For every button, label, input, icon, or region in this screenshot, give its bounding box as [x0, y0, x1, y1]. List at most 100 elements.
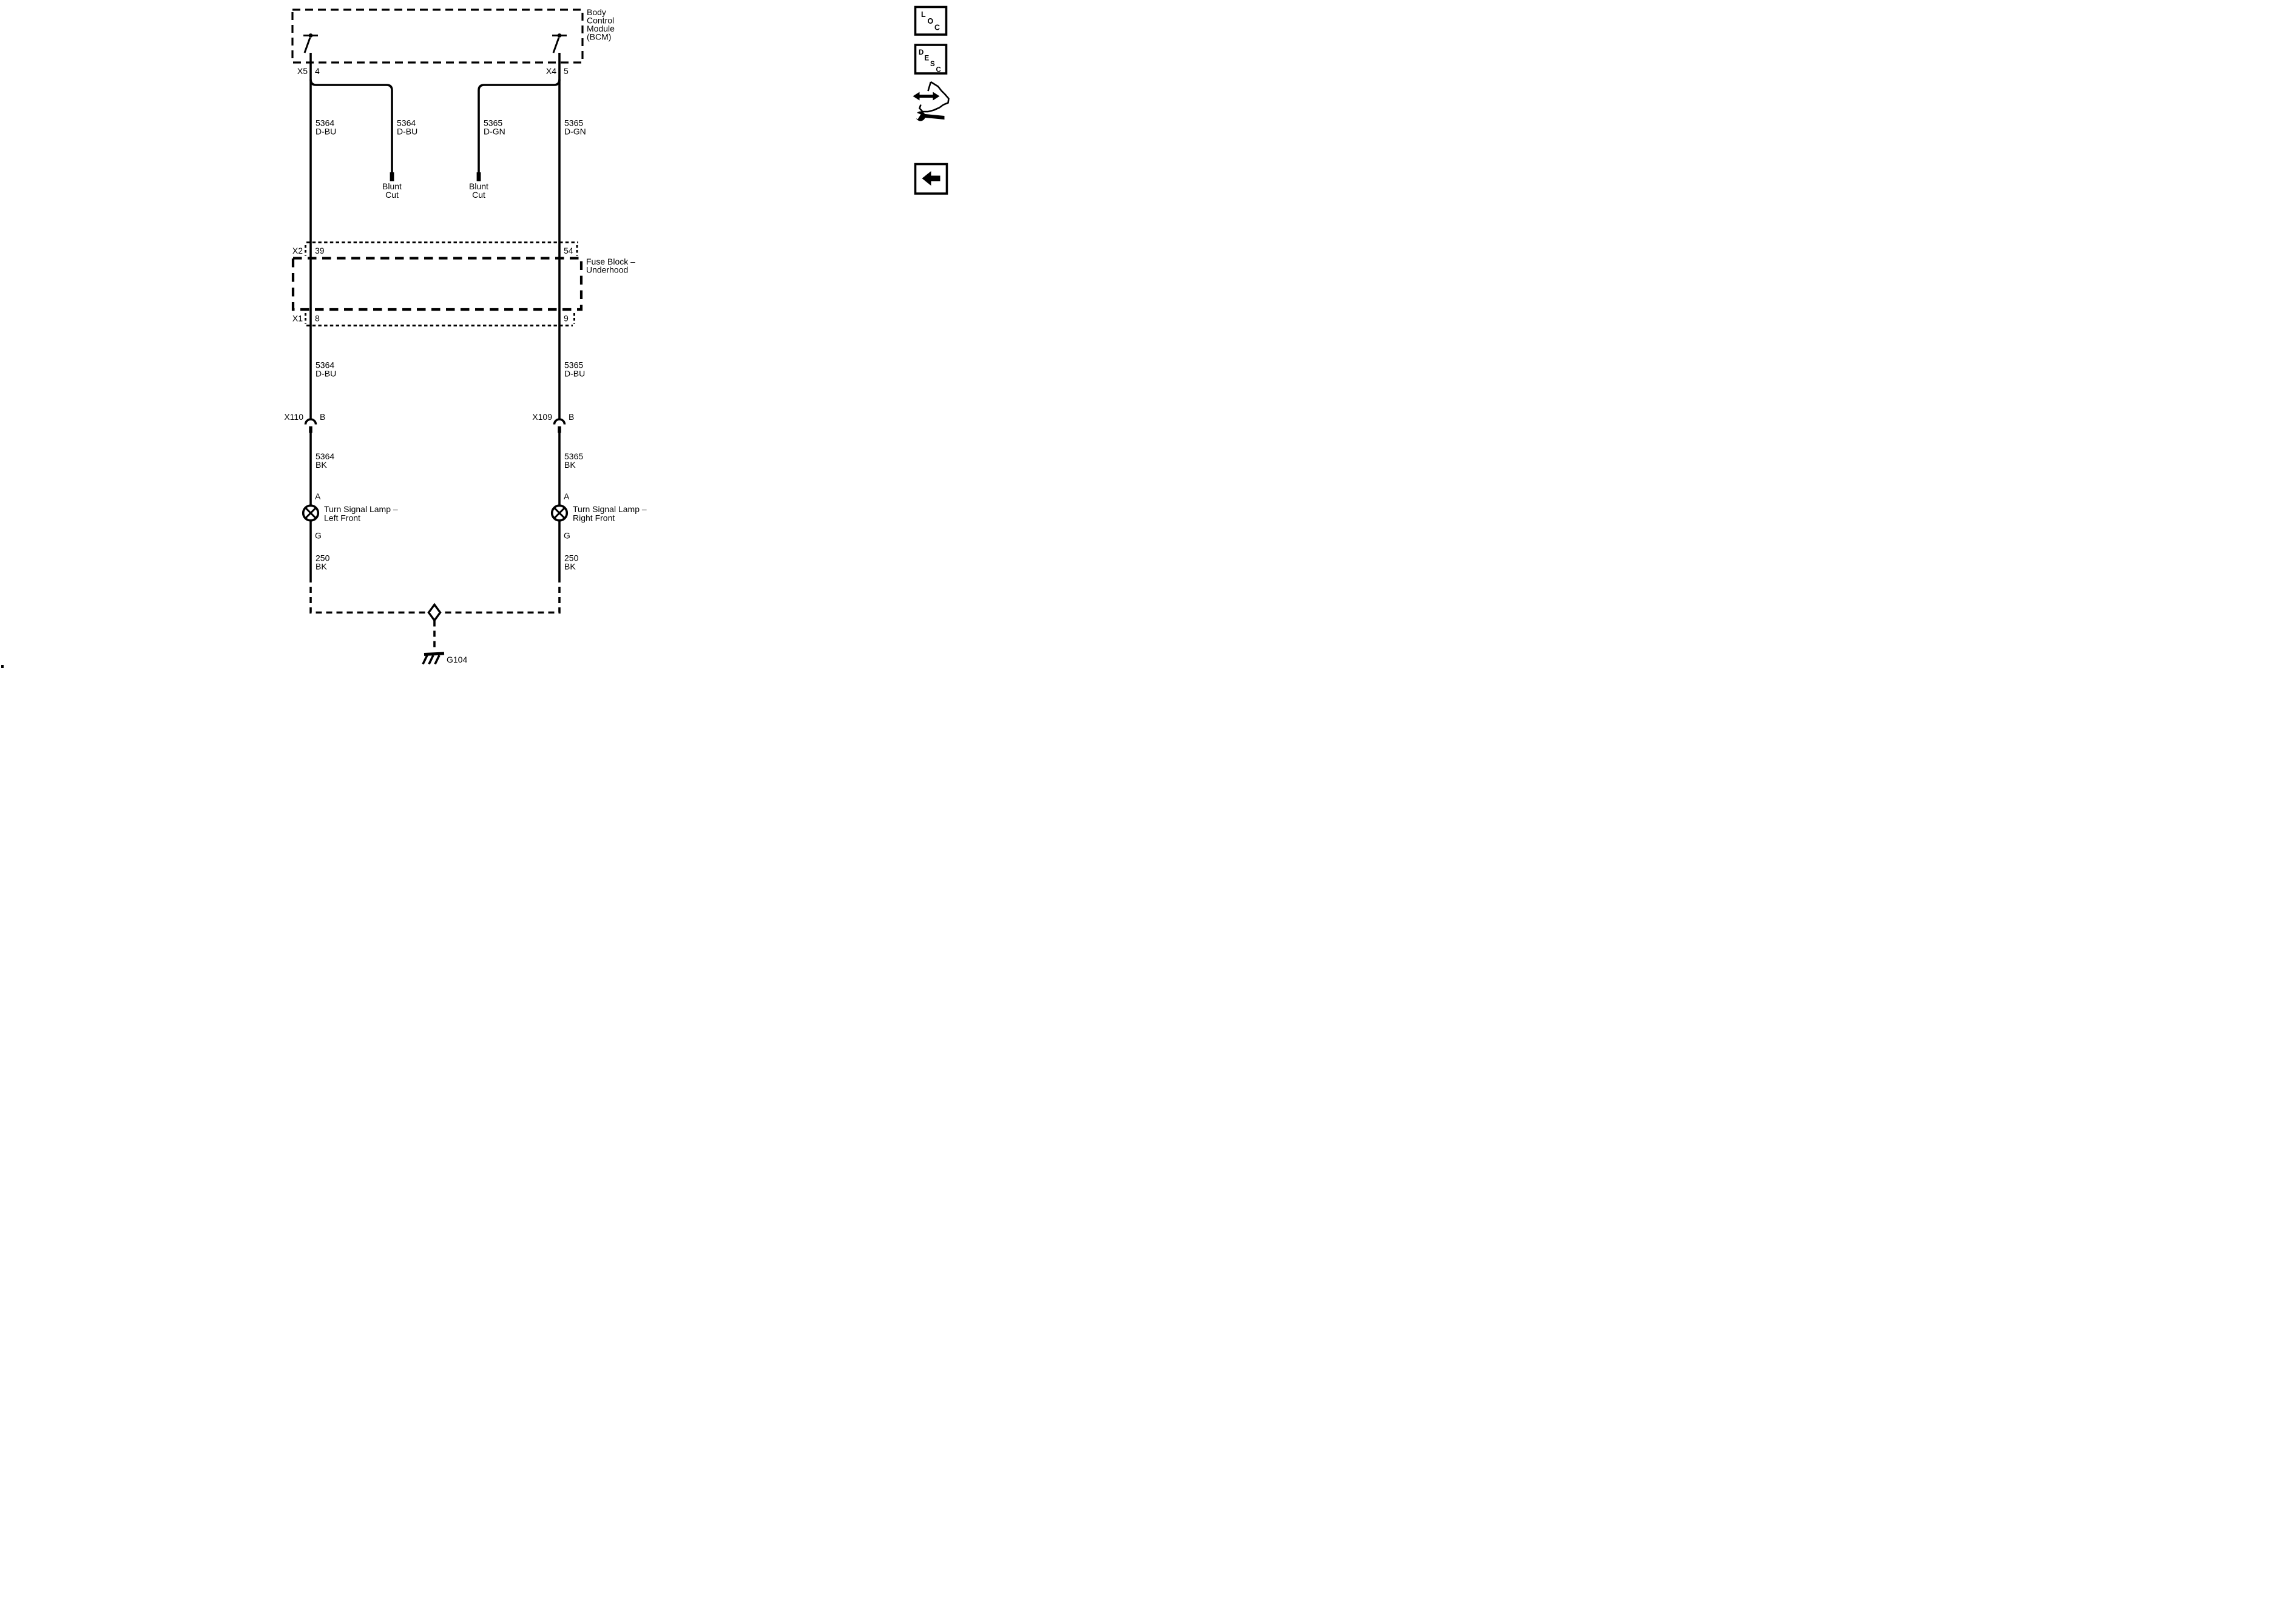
blunt-cut-label-line1: Blunt	[382, 181, 402, 191]
inline-connector-pin: B	[569, 412, 574, 422]
blunt-cut-terminal-left	[390, 172, 394, 181]
blunt-cut-terminal-right	[476, 172, 481, 181]
fuse-block-title-line2: Underhood	[586, 265, 628, 275]
wire-labels-ground: 250 BK 250 BK	[316, 553, 579, 572]
fuse-top-left-pin: 39	[315, 246, 325, 255]
fuse-bottom-left-pin: 8	[315, 314, 320, 323]
desc-letter-2: E	[925, 55, 930, 62]
loc-icon[interactable]	[914, 5, 948, 36]
lamp-name-line2: Left Front	[324, 513, 360, 523]
bcm-left-connector-label: X5	[297, 66, 308, 76]
bcm-title-line4: (BCM)	[587, 32, 611, 42]
wire-label-color: D-BU	[316, 127, 336, 137]
bcm-title-line3: Module	[587, 24, 615, 33]
wiring-diagram-page: { "page": {"background": "#ffffff", "ink…	[0, 0, 951, 670]
wire-label-color: D-BU	[397, 127, 417, 137]
wire-right-ground-dashed	[441, 576, 561, 614]
bcm-pin-symbol-right	[552, 33, 567, 53]
bcm-right-connector-label: X4	[546, 66, 556, 76]
wire-branch-right	[478, 79, 561, 172]
fuse-top-right-pin: 54	[564, 246, 573, 255]
turn-signal-lamp-right: A G Turn Signal Lamp – Right Front	[550, 491, 647, 541]
wire-labels-fuse-out: 5364 D-BU 5365 D-BU	[316, 360, 585, 379]
desc-letter-4: C	[936, 67, 941, 74]
back-arrow-icon	[922, 171, 940, 186]
fuse-block-component: X2 39 54 X1 8 9 Fuse Block – Underhood	[291, 241, 635, 326]
wire-labels-bcm-out: 5364 D-BU 5364 D-BU 5365 D-GN 5365 D-GN	[316, 118, 586, 137]
lamp-name-line1: Turn Signal Lamp –	[573, 504, 647, 514]
inline-connector-pin: B	[320, 412, 325, 422]
wire-label-circuit: 5365	[564, 360, 583, 370]
lamp-pin-g: G	[315, 531, 322, 541]
bcm-component: Body Control Module (BCM) X5 4 X4 5	[291, 7, 615, 76]
blunt-cut-label-line2: Cut	[385, 190, 399, 200]
loc-letter-3: C	[934, 24, 940, 32]
lamp-pin-a: A	[564, 491, 570, 501]
fuse-bottom-connector-label: X1	[292, 314, 303, 323]
wire-label-color: BK	[316, 562, 327, 572]
blunt-cut-label-line1: Blunt	[469, 181, 488, 191]
loc-letter-2: O	[928, 17, 934, 25]
inline-connector-right: X109 B	[532, 412, 574, 433]
desc-button[interactable]: D E S C	[914, 44, 948, 75]
bcm-left-pin-label: 4	[315, 66, 320, 76]
inline-connector-name: X110	[284, 412, 303, 422]
wire-label-circuit: 5365	[484, 118, 502, 128]
fuse-bottom-right-pin: 9	[564, 314, 569, 323]
fuse-block-title-line1: Fuse Block –	[586, 257, 635, 266]
desc-letter-1: D	[919, 49, 923, 56]
wire-label-color: D-BU	[564, 369, 585, 379]
wire-label-circuit: 5365	[564, 451, 583, 461]
back-button[interactable]	[914, 163, 948, 195]
inline-connector-name: X109	[532, 412, 552, 422]
wire-label-circuit: 5364	[316, 451, 334, 461]
lamp-pin-g: G	[564, 531, 570, 541]
connector-terminal	[309, 426, 312, 433]
repair-tool-button[interactable]	[911, 81, 950, 121]
page-mark	[1, 665, 4, 668]
connector-arc	[304, 418, 317, 425]
toolbar: L O C D E S C	[911, 5, 950, 195]
wire-label-circuit: 5364	[316, 118, 334, 128]
wire-label-color: D-BU	[316, 369, 336, 379]
wire-label-circuit: 5365	[564, 118, 583, 128]
double-arrow-icon	[913, 92, 940, 101]
wrench-icon	[911, 110, 945, 121]
bcm-title-line2: Control	[587, 16, 614, 25]
wire-label-circuit: 5364	[316, 360, 334, 370]
wire-branch-left	[309, 79, 393, 172]
blunt-cut-label-line2: Cut	[472, 190, 485, 200]
wire-label-circuit: 5364	[397, 118, 416, 128]
panel-outline-icon	[919, 81, 950, 113]
bcm-right-pin-label: 5	[564, 66, 569, 76]
bcm-title-line1: Body	[587, 7, 606, 17]
loc-button[interactable]: L O C	[914, 5, 948, 36]
wires	[309, 53, 561, 614]
wire-label-color: D-GN	[484, 127, 505, 137]
turn-signal-lamp-left: A G Turn Signal Lamp – Left Front	[302, 491, 398, 541]
back-icon-box[interactable]	[914, 163, 948, 195]
chassis-ground-icon	[422, 652, 445, 665]
bcm-pin-symbol-left	[303, 33, 318, 53]
ground-node: G104	[422, 603, 467, 665]
fuse-block-box	[291, 257, 583, 311]
inline-connector-left: X110 B	[284, 412, 325, 433]
wire-label-circuit: 250	[564, 553, 579, 563]
wire-label-color: BK	[316, 460, 327, 470]
wire-label-color: BK	[564, 562, 576, 572]
wiring-diagram: Body Control Module (BCM) X5 4 X4 5	[1, 5, 950, 668]
ground-label: G104	[447, 655, 467, 664]
wire-labels-lamp-in: 5364 BK 5365 BK	[316, 451, 583, 470]
lamp-pin-a: A	[315, 491, 321, 501]
blunt-cut-captions: Blunt Cut Blunt Cut	[382, 181, 488, 200]
connector-terminal	[558, 426, 561, 433]
lamp-name-line2: Right Front	[573, 513, 615, 523]
desc-icon[interactable]	[914, 44, 948, 75]
desc-letter-3: S	[930, 61, 935, 68]
loc-letter-1: L	[921, 10, 926, 19]
connector-arc	[553, 418, 566, 425]
lamp-name-line1: Turn Signal Lamp –	[324, 504, 398, 514]
wire-left-ground-dashed	[309, 576, 428, 614]
wire-label-circuit: 250	[316, 553, 330, 563]
bcm-box	[291, 8, 584, 64]
